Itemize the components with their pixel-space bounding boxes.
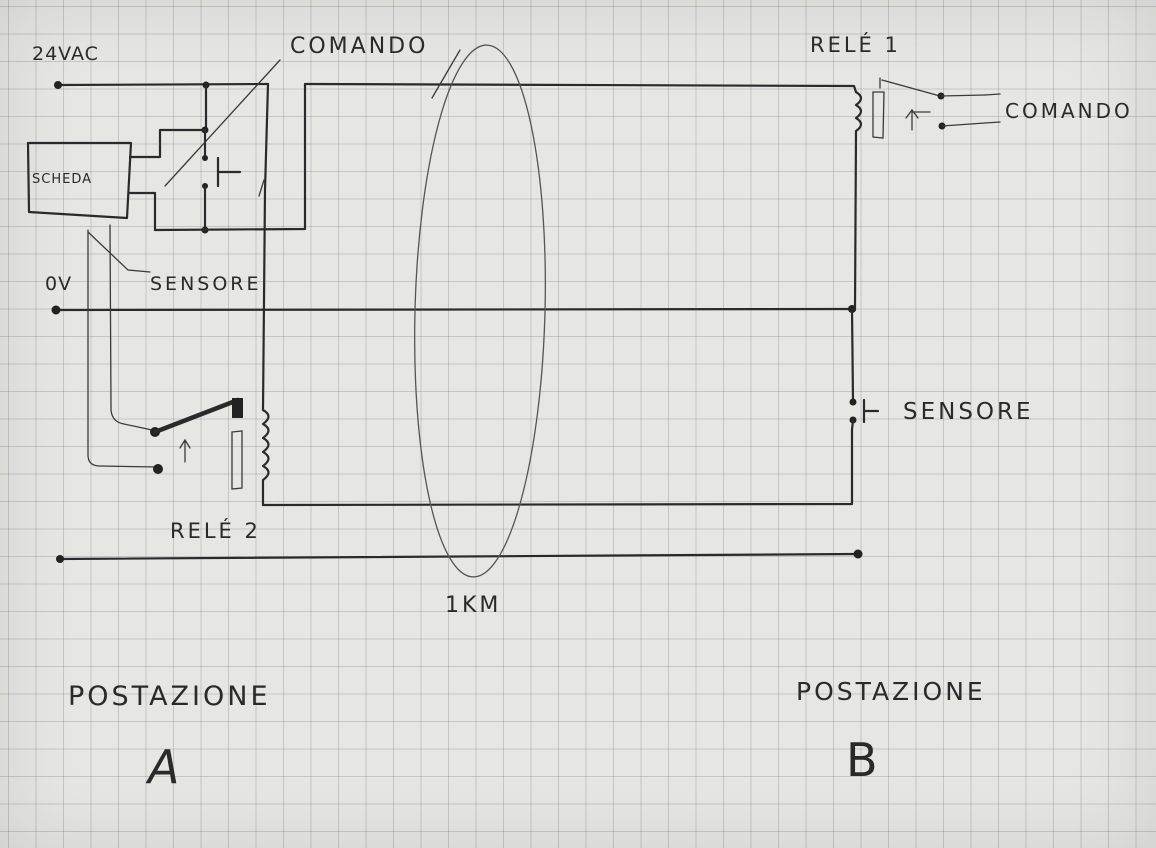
cable-bundle-ellipse	[414, 44, 546, 578]
command-label-b: COMANDO	[1005, 99, 1133, 123]
bottom-line	[56, 549, 863, 563]
station-b-title: POSTAZIONE	[796, 677, 986, 706]
sensor-label-a: SENSORE	[150, 273, 262, 295]
sensor-label-b: SENSORE	[903, 399, 1034, 425]
distance-label: 1KM	[445, 593, 501, 618]
command-button-circuit	[128, 59, 307, 412]
station-a-title: POSTAZIONE	[68, 681, 271, 712]
station-a-letter: A	[145, 740, 180, 794]
relay2-coil	[261, 408, 854, 507]
station-b-letter: B	[846, 733, 879, 787]
command-label-a: COMANDO	[290, 34, 428, 59]
zero-volt-label: 0V	[45, 273, 72, 295]
relay2-contact	[87, 224, 243, 490]
sensor-contact-b	[849, 307, 880, 432]
relay2-label: RELÉ 2	[170, 518, 261, 543]
relay1-label: RELÉ 1	[810, 32, 901, 57]
zero-volt-line	[51, 305, 856, 315]
supply-label: 24VAC	[32, 43, 99, 65]
board-scheda	[26, 141, 133, 220]
relay1	[853, 77, 1001, 312]
board-label: SCHEDA	[32, 172, 92, 187]
supply-line-24vac	[54, 81, 858, 94]
